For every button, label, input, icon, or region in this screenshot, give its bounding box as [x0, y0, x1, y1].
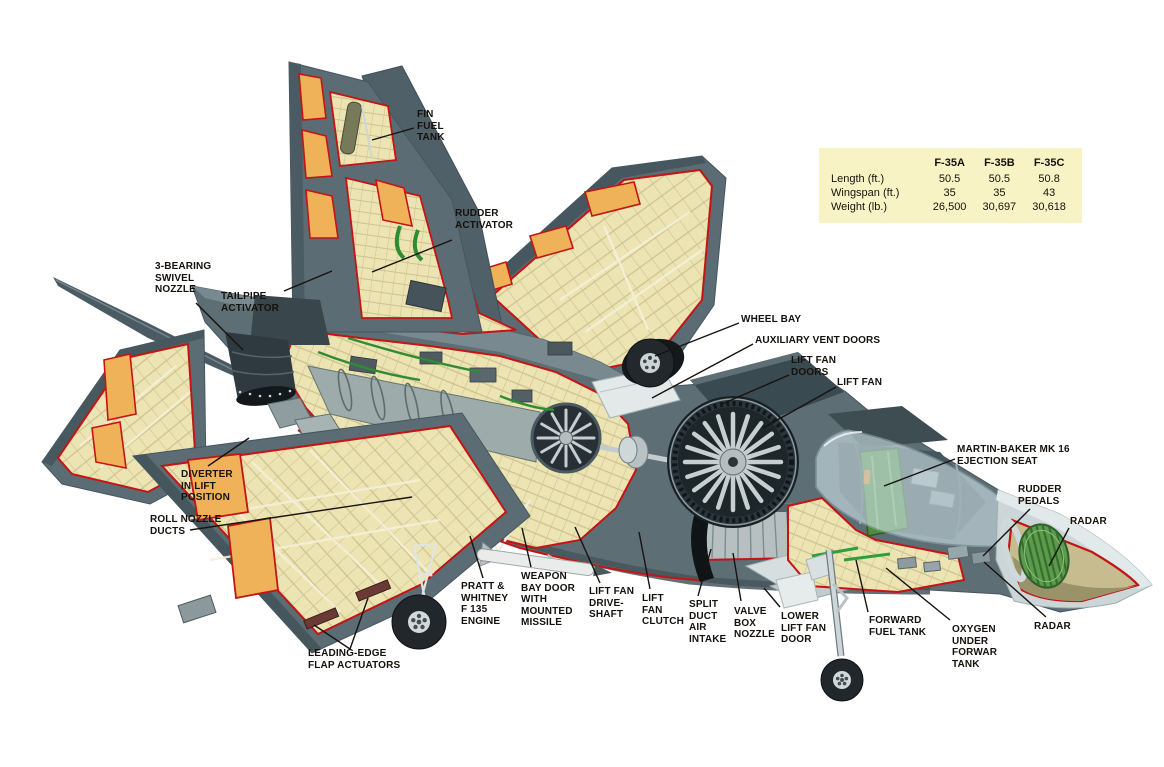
callout-split-duct: SPLIT DUCT AIR INTAKE: [689, 599, 727, 645]
spec-value: 50.5: [988, 173, 1011, 185]
leader-pratt-whitney: [469, 535, 484, 579]
leader-lower-lift-fan-door: [763, 587, 781, 608]
cockpit: [815, 406, 1048, 565]
leader-lift-fan-clutch: [638, 531, 651, 590]
callout-drive-shaft: LIFT FAN DRIVE- SHAFT: [589, 586, 635, 620]
spec-value: 43: [1042, 187, 1056, 199]
left-vertical-fin: [288, 61, 483, 333]
leader-diverter: [207, 437, 250, 467]
leader-valve-box-nozzle: [732, 552, 742, 602]
callout-valve-box-nozzle: VALVE BOX NOZZLE: [734, 606, 775, 640]
callout-wheel-bay: WHEEL BAY: [741, 314, 802, 325]
flap-actuator-part: [303, 607, 340, 630]
callout-radar-upper: RADAR: [1070, 516, 1107, 527]
callout-diverter: DIVERTER IN LIFT POSITION: [181, 469, 233, 503]
leader-fin-fuel-tank: [371, 127, 415, 141]
left-stab-orange-panels: [91, 353, 137, 470]
lift-fan-assembly: [667, 396, 801, 582]
spec-value: 50.5: [938, 173, 961, 185]
callout-leading-edge-flaps: LEADING-EDGE FLAP ACTUATORS: [308, 648, 401, 671]
leader-auxiliary-vent-doors: [651, 343, 754, 399]
leader-tailpipe-activator: [283, 270, 333, 292]
callout-radar-lower: RADAR: [1034, 621, 1071, 632]
spec-col-f35b: F-35B: [984, 157, 1015, 169]
spec-corner-cell: [829, 157, 925, 172]
spec-row-wingspan: Wingspan (ft.) 35 35 43: [829, 186, 1074, 200]
split-duct-intake-part: [691, 512, 714, 582]
radar-antenna: [1016, 519, 1072, 593]
callout-auxiliary-vent-doors: AUXILIARY VENT DOORS: [755, 335, 881, 346]
callout-martin-baker: MARTIN-BAKER MK 16 EJECTION SEAT: [957, 444, 1070, 467]
left-wing-orange-panels: [186, 453, 279, 600]
leader-lift-fan-doors: [721, 374, 790, 405]
spec-table: F-35A F-35B F-35C Length (ft.) 50.5 50.5…: [819, 148, 1082, 223]
spec-row-label: Wingspan (ft.): [831, 187, 900, 199]
leader-weapon-bay: [521, 527, 532, 568]
engine-fan: [530, 402, 602, 474]
front-landing-gear: [775, 549, 864, 702]
leader-swivel-nozzle: [195, 302, 244, 351]
callout-three-bearing-swivel-nozzle: 3-BEARING SWIVEL NOZZLE: [155, 261, 212, 295]
left-fin-orange-panels: [298, 73, 414, 239]
leader-rudder-pedals: [982, 508, 1031, 557]
callout-lift-fan-doors: LIFT FAN DOORS: [791, 355, 837, 378]
callout-forward-fuel-tank: FORWARD FUEL TANK: [869, 615, 927, 638]
callout-weapon-bay: WEAPON BAY DOOR WITH MOUNTED MISSILE: [521, 571, 575, 628]
spec-col-f35a: F-35A: [934, 157, 965, 169]
spec-value: 50.8: [1038, 173, 1060, 185]
callout-oxygen: OXYGEN UNDER FORWAR TANK: [952, 624, 998, 670]
mounted-missile: [476, 541, 612, 577]
spec-value: 30,697: [982, 201, 1017, 213]
leader-flap-actuator-2: [349, 597, 369, 650]
leader-radar-lower: [983, 561, 1047, 618]
rudder-activator-part: [405, 279, 447, 313]
callout-pratt-whitney: PRATT & WHITNEY F 135 ENGINE: [461, 581, 509, 627]
leader-roll-nozzle-ducts: [189, 496, 413, 531]
callout-tailpipe-activator: TAILPIPE ACTIVATOR: [221, 291, 280, 314]
leader-rudder-activator: [371, 239, 453, 273]
spec-value: 30,618: [1032, 201, 1066, 213]
spec-row-weight: Weight (lb.) 26,500 30,697 30,618: [829, 200, 1074, 214]
nose-radome: [995, 489, 1153, 609]
lift-fan-blades: [682, 411, 784, 513]
callout-lift-fan: LIFT FAN: [837, 377, 883, 388]
spec-value: 26,500: [932, 201, 967, 213]
callout-lift-fan-clutch: LIFT FAN CLUTCH: [642, 593, 685, 627]
spec-row-label: Length (ft.): [831, 173, 885, 185]
forward-fuel-tank-cutaway: [787, 497, 965, 593]
leader-oxygen: [885, 567, 951, 621]
fin-fuel-tank-part: [340, 101, 362, 155]
leader-split-duct: [697, 548, 712, 597]
wing-machinery: [177, 594, 217, 624]
leader-ejection-seat: [883, 458, 956, 487]
leader-lift-fan: [762, 386, 837, 429]
main-landing-gear: [391, 542, 447, 650]
spec-value: 35: [943, 187, 956, 199]
spec-value: 35: [993, 187, 1006, 199]
callout-rudder-pedals: RUDDER PEDALS: [1018, 484, 1062, 507]
leader-lines: [189, 127, 1070, 650]
leader-flap-actuator-1: [313, 624, 351, 650]
spec-header-row: F-35A F-35B F-35C: [829, 157, 1074, 172]
spec-row-length: Length (ft.) 50.5 50.5 50.8: [829, 172, 1074, 186]
leader-forward-fuel-tank: [855, 559, 869, 613]
lift-fan-clutch-part: [618, 435, 649, 469]
leader-drive-shaft: [574, 526, 601, 584]
spec-col-f35c: F-35C: [1033, 157, 1065, 169]
rudder-pedals-part: [946, 544, 992, 565]
spec-row-label: Weight (lb.): [831, 201, 888, 213]
left-wing: [131, 412, 531, 654]
callout-lower-lift-fan-door: LOWER LIFT FAN DOOR: [781, 611, 827, 645]
leader-wheel-bay: [654, 322, 740, 357]
callout-rudder-activator: RUDDER ACTIVATOR: [455, 208, 514, 231]
callout-fin-fuel-tank: FIN FUEL TANK: [417, 109, 445, 143]
leader-radar-upper: [1048, 527, 1070, 567]
flap-actuator-part: [355, 579, 392, 602]
callout-roll-nozzle-ducts: ROLL NOZZLE DUCTS: [150, 514, 222, 537]
